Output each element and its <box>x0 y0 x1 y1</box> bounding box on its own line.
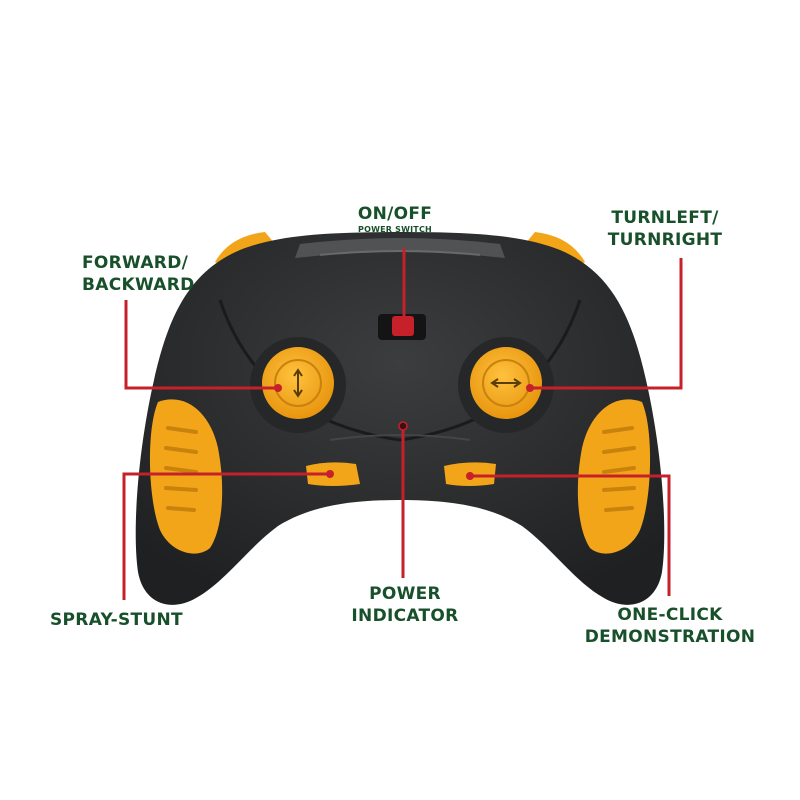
steering-label: TURNLEFT/ TURNRIGHT <box>565 207 765 251</box>
power-switch-subtitle: POWER SWITCH <box>358 225 432 234</box>
left-joystick[interactable] <box>262 347 334 419</box>
demo-label: ONE-CLICK DEMONSTRATION <box>560 604 780 648</box>
callout-lines <box>122 248 683 600</box>
up-down-arrow-icon <box>293 368 303 398</box>
throttle-label-line1: FORWARD/ <box>82 253 189 273</box>
power-indicator-label-line2: INDICATOR <box>351 606 459 626</box>
power-switch-label: ON/OFF POWER SWITCH <box>300 203 490 235</box>
power-indicator-label: POWER INDICATOR <box>300 583 510 627</box>
demo-label-line1: ONE-CLICK <box>617 605 723 625</box>
controller-body <box>135 232 665 605</box>
steering-label-line1: TURNLEFT/ <box>611 208 719 228</box>
throttle-label-line2: BACKWARD <box>82 275 195 295</box>
power-indicator-label-line1: POWER <box>369 584 441 604</box>
throttle-label: FORWARD/ BACKWARD <box>82 252 195 296</box>
power-indicator-led <box>398 421 408 431</box>
right-joystick[interactable] <box>470 347 542 419</box>
spray-stunt-label: SPRAY-STUNT <box>50 609 183 631</box>
left-right-arrow-icon <box>490 378 522 388</box>
callout-dots <box>274 326 534 480</box>
steering-label-line2: TURNRIGHT <box>607 230 723 250</box>
left-grip <box>149 399 223 554</box>
power-switch-title: ON/OFF <box>357 204 433 224</box>
demo-label-line2: DEMONSTRATION <box>584 627 756 647</box>
spray-stunt-label-text: SPRAY-STUNT <box>50 610 183 630</box>
